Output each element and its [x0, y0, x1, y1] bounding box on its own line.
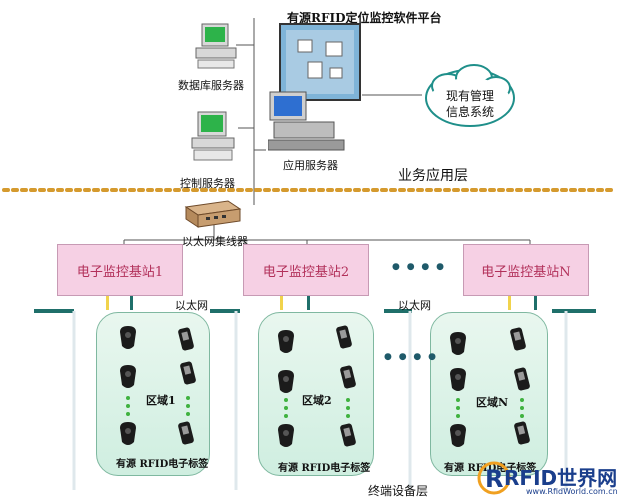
- logo-text: RFID世界网: [504, 466, 618, 490]
- layer-separator-line: [2, 188, 618, 192]
- hub-icon: [184, 200, 242, 228]
- monitor-station-2: 电子监控基站2: [243, 244, 369, 296]
- hub-label: 以太网集线器: [182, 235, 248, 248]
- cloud-icon: [425, 64, 515, 127]
- zone-n-label: 区域N: [476, 396, 509, 409]
- zone-2-label: 区域2: [302, 394, 332, 407]
- cloud-label-1: 现有管理: [446, 89, 495, 103]
- zone-n-footer: 有源 RFID电子标签: [444, 463, 537, 474]
- ethernet-label-right: 以太网: [398, 299, 431, 312]
- zone-1-label: 区域1: [146, 394, 176, 407]
- logo-r-icon: R: [477, 461, 511, 495]
- ethernet-label-left: 以太网: [175, 299, 208, 312]
- rfidworld-logo: R RFID世界网 www.RfidWorld.com.cn: [476, 456, 618, 500]
- logo-url: www.RfidWorld.com.cn: [526, 487, 618, 496]
- svg-text:R: R: [485, 465, 503, 493]
- application-server-icon: [268, 23, 361, 151]
- database-server-icon: [195, 23, 237, 69]
- zone-1-footer: 有源 RFID电子标签: [116, 459, 209, 470]
- station-ellipsis: ● ● ● ●: [392, 262, 446, 272]
- control-server-icon: [191, 111, 235, 161]
- zone-2-footer: 有源 RFID电子标签: [278, 463, 371, 474]
- zone-n: [430, 312, 548, 476]
- business-layer-label: 业务应用层: [398, 168, 468, 184]
- database-server-label: 数据库服务器: [178, 79, 244, 92]
- terminal-layer-label: 终端设备层: [368, 484, 429, 498]
- monitor-station-n: 电子监控基站N: [463, 244, 589, 296]
- cloud-label-2: 信息系统: [446, 105, 495, 119]
- platform-title: 有源RFID定位监控软件平台: [287, 11, 442, 25]
- application-server-label: 应用服务器: [283, 159, 338, 172]
- zone-2: [258, 312, 374, 476]
- zone-ellipsis: ● ● ● ●: [384, 352, 438, 362]
- control-server-label: 控制服务器: [180, 177, 235, 190]
- monitor-station-1: 电子监控基站1: [57, 244, 183, 296]
